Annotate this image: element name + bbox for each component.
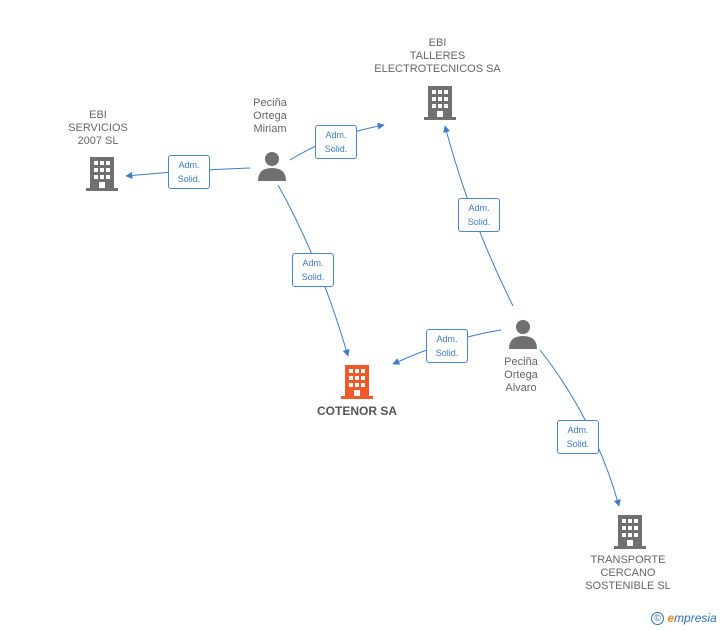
building-icon[interactable]	[341, 365, 373, 399]
relationship-badge[interactable]: Adm.Solid.	[168, 155, 210, 189]
relationship-badge[interactable]: Adm.Solid.	[426, 329, 468, 363]
relationship-badge[interactable]: Adm.Solid.	[557, 420, 599, 454]
relationship-badge[interactable]: Adm.Solid.	[315, 125, 357, 159]
node-label-miriam: Peciña Ortega Miriam	[253, 97, 287, 135]
building-icon[interactable]	[86, 157, 118, 191]
relationship-badge[interactable]: Adm.Solid.	[292, 253, 334, 287]
node-label-transporte: TRANSPORTE CERCANO SOSTENIBLE SL	[585, 554, 671, 592]
node-label-ebi-talleres: EBI TALLERES ELECTROTECNICOS SA	[374, 37, 501, 75]
person-icon[interactable]	[258, 152, 286, 181]
building-icon[interactable]	[424, 86, 456, 120]
building-icon[interactable]	[614, 515, 646, 549]
node-label-alvaro: Peciña Ortega Alvaro	[504, 356, 538, 394]
relationship-badge[interactable]: Adm.Solid.	[458, 198, 500, 232]
node-label-ebi-servicios: EBI SERVICIOS 2007 SL	[68, 109, 128, 147]
person-icon[interactable]	[509, 320, 537, 349]
brand-e: e	[667, 611, 675, 625]
empresia-watermark: © empresia	[651, 611, 717, 626]
node-label-cotenor[interactable]: COTENOR SA	[317, 404, 398, 418]
brand-name: mpresia	[674, 611, 717, 625]
copyright-icon: ©	[651, 612, 664, 626]
